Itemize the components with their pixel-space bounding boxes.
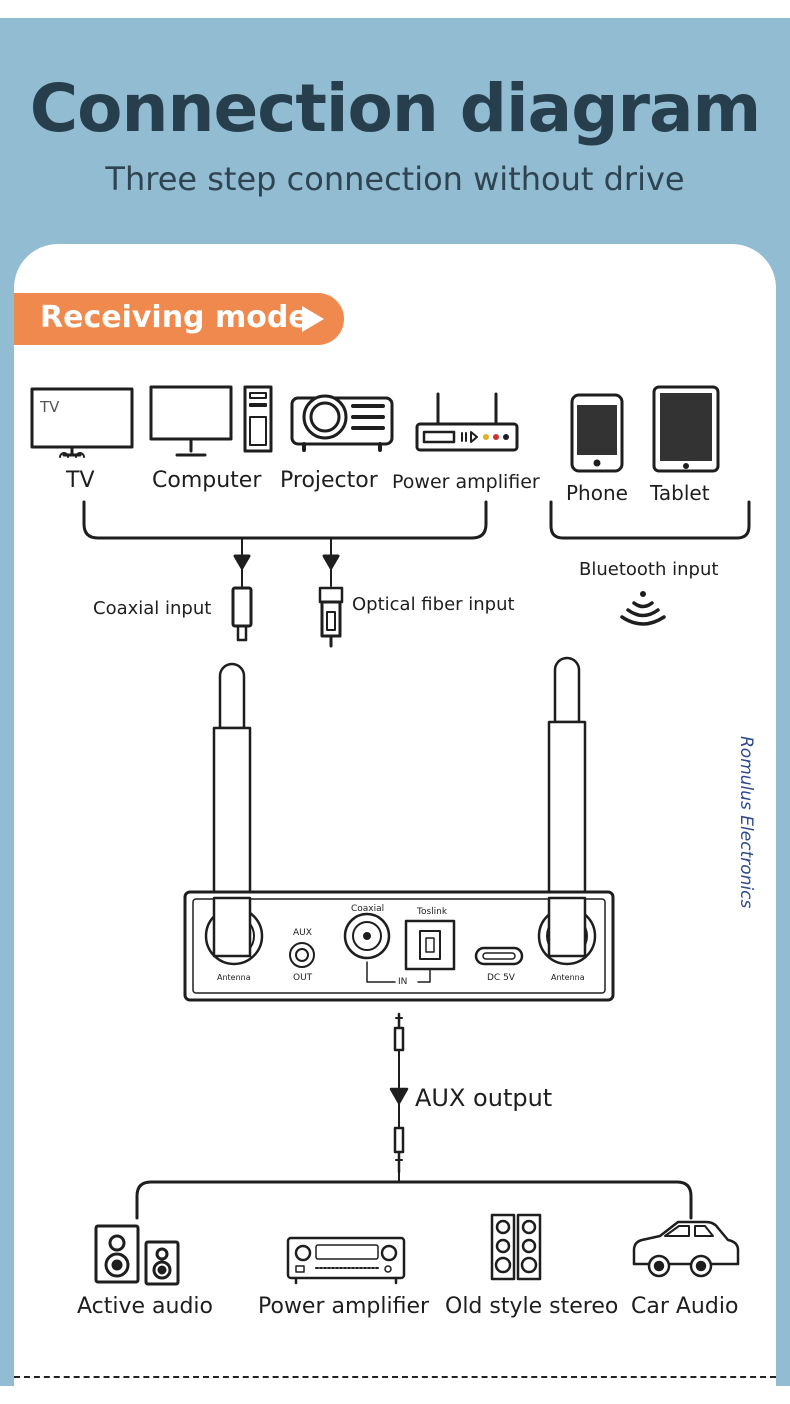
stereo-speakers-icon bbox=[490, 1213, 542, 1281]
tablet-icon bbox=[652, 385, 720, 473]
optical-cable bbox=[318, 537, 344, 648]
dc-port-label: DC 5V bbox=[487, 973, 515, 983]
coaxial-cable bbox=[231, 537, 253, 642]
dashed-divider bbox=[14, 1376, 776, 1378]
power-amplifier-source-icon bbox=[415, 392, 519, 452]
bluetooth-icon bbox=[620, 591, 666, 626]
phone-label: Phone bbox=[566, 481, 628, 505]
car-icon bbox=[632, 1220, 740, 1278]
power-amplifier-source-label: Power amplifier bbox=[392, 471, 540, 493]
page-title: Connection diagram bbox=[29, 70, 762, 147]
brand-watermark: Romulus Electronics bbox=[736, 736, 756, 909]
mode-pill bbox=[14, 293, 344, 345]
optical-input-label: Optical fiber input bbox=[352, 594, 515, 615]
computer-icon bbox=[149, 385, 273, 457]
coaxial-port-label: Coaxial bbox=[351, 904, 385, 914]
aux-cable bbox=[389, 1012, 409, 1183]
page-subtitle: Three step connection without drive bbox=[105, 160, 685, 198]
old-style-stereo-label: Old style stereo bbox=[445, 1294, 619, 1319]
bluetooth-input-label: Bluetooth input bbox=[579, 559, 719, 580]
tv-label: TV bbox=[66, 468, 95, 493]
tablet-label: Tablet bbox=[650, 481, 710, 505]
coaxial-input-label: Coaxial input bbox=[93, 598, 212, 619]
computer-label: Computer bbox=[152, 468, 262, 493]
out-port-label: OUT bbox=[293, 973, 313, 983]
car-audio-label: Car Audio bbox=[631, 1294, 739, 1319]
projector-label: Projector bbox=[280, 468, 378, 493]
output-bracket bbox=[135, 1180, 693, 1220]
aux-port-label: AUX bbox=[293, 928, 312, 938]
mode-label: Receiving mode bbox=[40, 300, 309, 335]
tv-screen-label: TV bbox=[40, 398, 60, 416]
power-amplifier-output-label: Power amplifier bbox=[258, 1294, 430, 1319]
antenna-left-label: Antenna bbox=[217, 973, 251, 982]
toslink-port-label: Toslink bbox=[417, 907, 448, 917]
aux-output-label: AUX output bbox=[415, 1084, 553, 1112]
receiver-device bbox=[183, 890, 615, 1002]
power-amplifier-output-icon bbox=[286, 1236, 406, 1285]
bluetooth-bracket bbox=[549, 500, 751, 540]
in-label: IN bbox=[398, 977, 408, 987]
projector-icon bbox=[290, 394, 394, 452]
diagram-card bbox=[14, 244, 776, 1404]
source-bracket bbox=[82, 500, 488, 540]
active-audio-label: Active audio bbox=[77, 1294, 214, 1319]
antenna-right-label: Antenna bbox=[551, 973, 585, 982]
active-speaker-icon bbox=[94, 1224, 180, 1286]
tv-icon bbox=[30, 387, 134, 458]
phone-icon bbox=[570, 393, 624, 473]
play-arrow-icon bbox=[302, 306, 324, 332]
